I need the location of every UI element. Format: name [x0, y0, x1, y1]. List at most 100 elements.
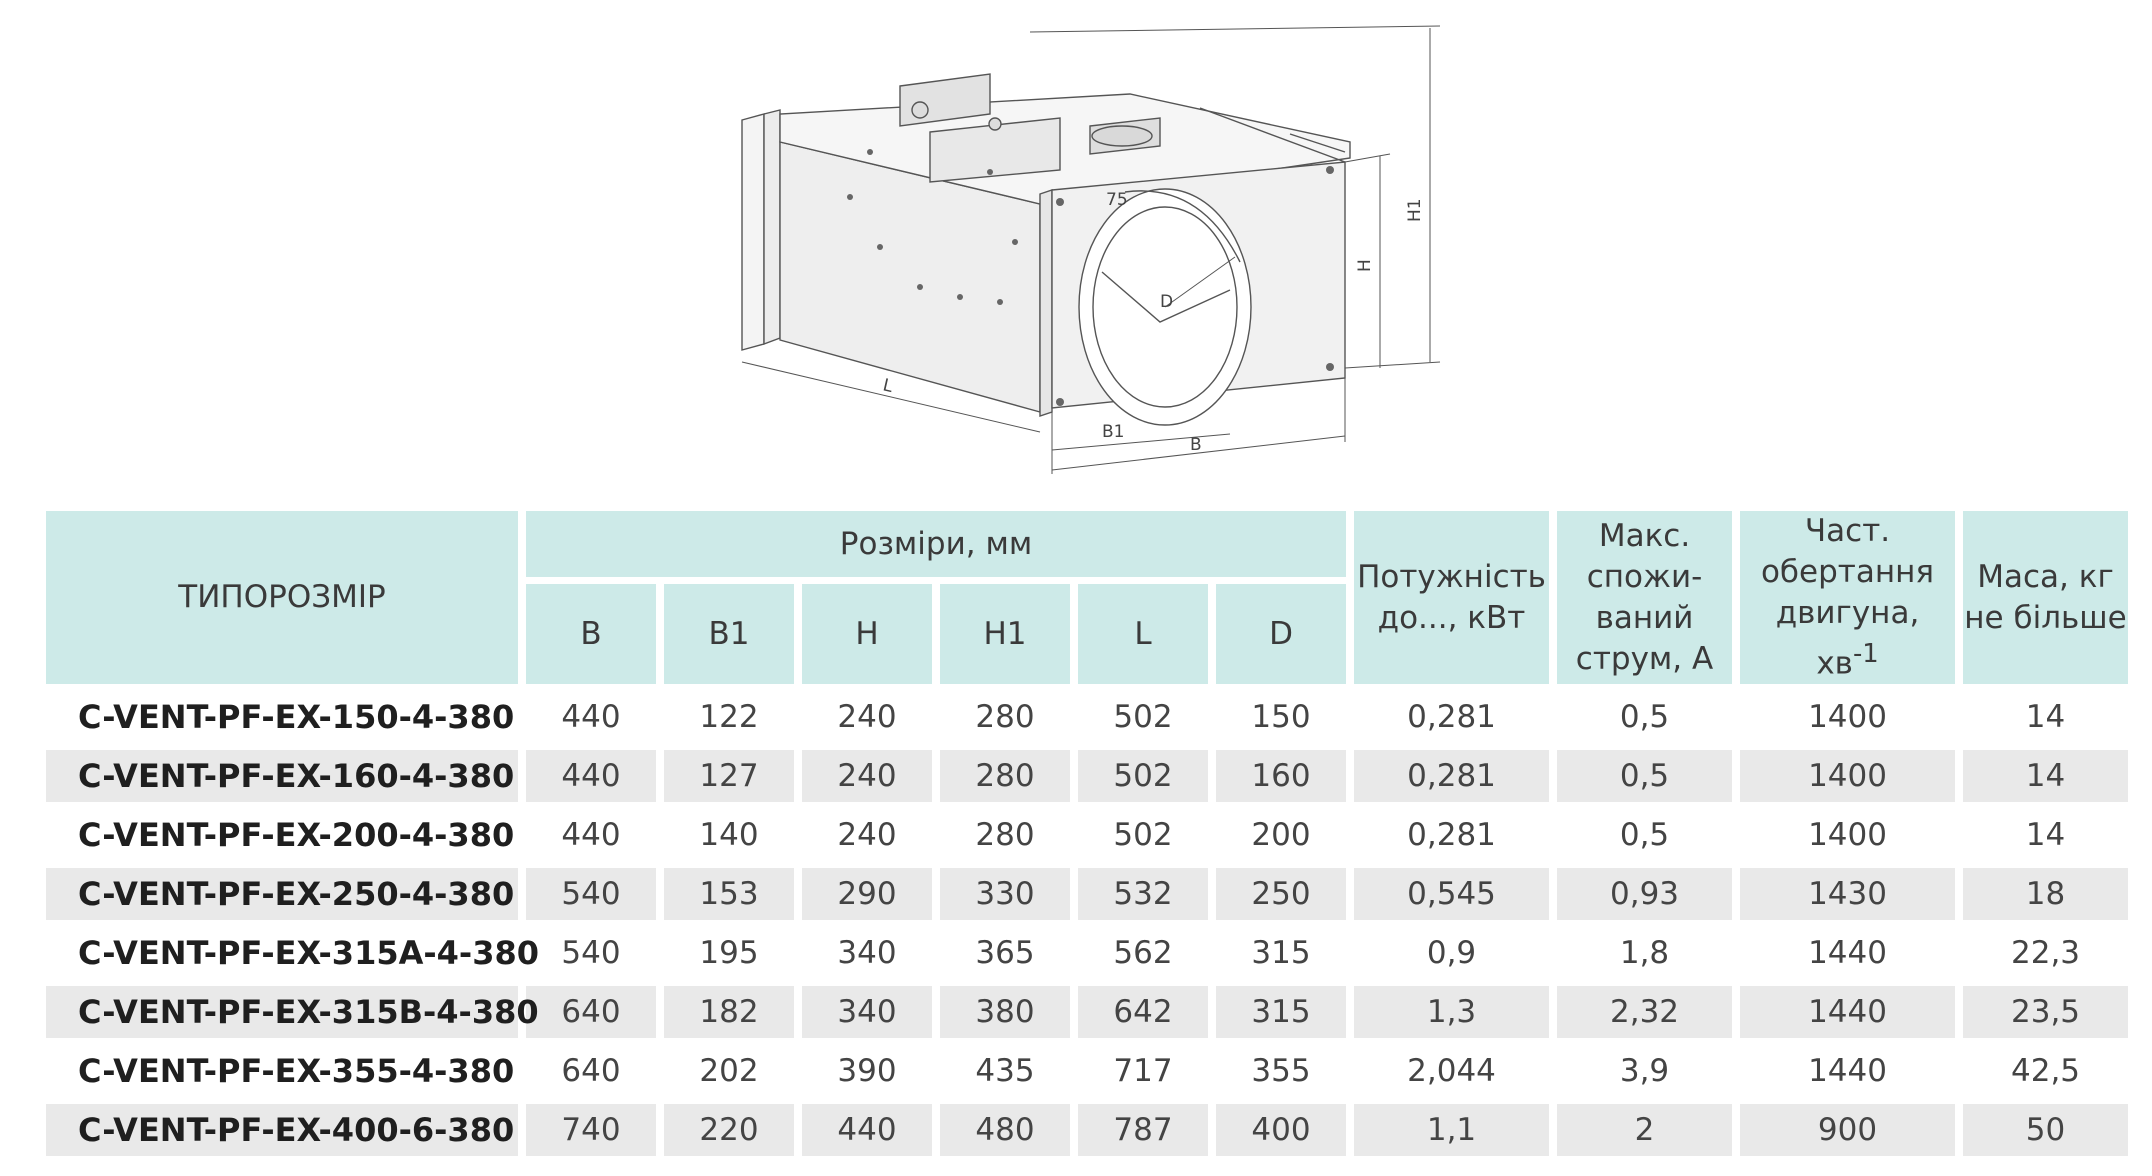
header-mass: Маса, кг не більше: [1963, 511, 2129, 685]
cell-mass: 18: [1963, 868, 2129, 921]
header-model: ТИПОРОЗМІР: [46, 511, 518, 685]
fan-technical-drawing: L B1 B H H1 D 75: [730, 22, 1450, 482]
cell-model: C-VENT-PF-EX-315A-4-380: [78, 934, 539, 973]
cell-h1: 280: [975, 699, 1035, 736]
cell-model: C-VENT-PF-EX-160-4-380: [46, 750, 518, 803]
cell-b1: 127: [664, 750, 794, 803]
header-dim-b1: B1: [664, 584, 794, 685]
cell-l: 787: [1078, 1104, 1208, 1157]
cell-h1: 280: [975, 817, 1035, 854]
cell-b: 440: [561, 817, 621, 854]
cell-b1: 195: [699, 935, 759, 972]
cell-d: 160: [1216, 750, 1347, 803]
dim-b-label: B: [1190, 435, 1202, 455]
fan-drawing-svg: L B1 B H H1 D 75: [741, 25, 1441, 474]
cell-l: 502: [1078, 750, 1208, 803]
header-dim-b: B: [526, 584, 656, 685]
cell-power: 0,281: [1407, 699, 1496, 736]
cell-mass: 50: [1963, 1104, 2129, 1157]
cell-model: C-VENT-PF-EX-150-4-380: [78, 698, 515, 737]
cell-b: 640: [526, 986, 656, 1039]
cell-h1: 365: [975, 935, 1035, 972]
cell-b: 740: [526, 1104, 656, 1157]
cell-speed: 900: [1740, 1104, 1956, 1157]
dimension-lines: [741, 25, 1441, 474]
dim-b1-label: B1: [1102, 422, 1124, 442]
cell-d: 250: [1216, 868, 1347, 921]
header-dim-d: D: [1216, 584, 1347, 685]
cell-speed: 1430: [1740, 868, 1956, 921]
cell-d: 355: [1251, 1053, 1311, 1090]
header-row-groups: ТИПОРОЗМІР Розміри, мм Потужність до...,…: [46, 511, 2129, 685]
cell-speed: 1400: [1808, 817, 1887, 854]
cell-l: 502: [1113, 817, 1173, 854]
cell-b: 540: [526, 868, 656, 921]
cell-speed: 1440: [1808, 1053, 1887, 1090]
header-row-dims: B B1 H H1 L D: [46, 584, 2128, 685]
cell-h: 440: [802, 1104, 932, 1157]
cell-speed: 1400: [1808, 699, 1887, 736]
header-dim-h: H: [802, 584, 932, 685]
cell-l: 642: [1078, 986, 1208, 1039]
cell-l: 532: [1078, 868, 1208, 921]
cell-current: 0,93: [1557, 868, 1733, 921]
cell-d: 200: [1251, 817, 1311, 854]
cell-power: 0,545: [1354, 868, 1550, 921]
cell-h1: 480: [940, 1104, 1070, 1157]
cell-power: 2,044: [1407, 1053, 1496, 1090]
cell-current: 0,5: [1557, 750, 1733, 803]
header-dim-h1: H1: [940, 584, 1070, 685]
dim-l-label: L: [881, 375, 895, 397]
fan-body-outline: [741, 73, 1351, 426]
cell-speed: 1440: [1740, 986, 1956, 1039]
cell-h1: 435: [975, 1053, 1035, 1090]
cell-model: C-VENT-PF-EX-355-4-380: [78, 1052, 515, 1091]
cell-power: 0,281: [1407, 817, 1496, 854]
cell-l: 562: [1113, 935, 1173, 972]
header-dim-l: L: [1078, 584, 1208, 685]
cell-mass: 14: [1963, 750, 2129, 803]
cell-current: 0,5: [1619, 699, 1670, 736]
cell-b1: 202: [699, 1053, 759, 1090]
cell-h: 390: [837, 1053, 897, 1090]
cell-h: 240: [837, 699, 897, 736]
cell-h: 340: [837, 935, 897, 972]
dim-h-label: H: [1355, 259, 1375, 272]
header-speed-text: Част. обертання двигуна, хв: [1760, 513, 1935, 682]
cell-mass: 14: [2025, 699, 2066, 736]
cell-h: 240: [837, 817, 897, 854]
table-row: C-VENT-PF-EX-315A-4-380 540 195 340 365 562 31…: [46, 927, 2128, 979]
cell-model: C-VENT-PF-EX-250-4-380: [46, 868, 518, 921]
cell-d: 400: [1216, 1104, 1347, 1157]
cell-current: 3,9: [1619, 1053, 1670, 1090]
cell-model: C-VENT-PF-EX-200-4-380: [78, 816, 515, 855]
spec-table: ТИПОРОЗМІР Розміри, мм Потужність до...,…: [38, 504, 2136, 1163]
cell-b1: 220: [664, 1104, 794, 1157]
cell-b1: 182: [664, 986, 794, 1039]
cell-b: 440: [526, 750, 656, 803]
cell-mass: 23,5: [1963, 986, 2129, 1039]
cell-h1: 380: [940, 986, 1070, 1039]
cell-d: 315: [1251, 935, 1311, 972]
dim-d-label: D: [1160, 292, 1173, 312]
cell-power: 1,1: [1354, 1104, 1550, 1157]
cell-power: 0,9: [1426, 935, 1477, 972]
cell-mass: 22,3: [2011, 935, 2081, 972]
cell-l: 502: [1113, 699, 1173, 736]
cell-h: 290: [802, 868, 932, 921]
cell-b: 540: [561, 935, 621, 972]
cell-d: 150: [1251, 699, 1311, 736]
cell-l: 717: [1113, 1053, 1173, 1090]
cell-power: 1,3: [1354, 986, 1550, 1039]
cell-b1: 153: [664, 868, 794, 921]
header-dims-group: Розміри, мм: [526, 511, 1347, 578]
cell-model: C-VENT-PF-EX-400-6-380: [46, 1104, 518, 1157]
cell-current: 2: [1557, 1104, 1733, 1157]
